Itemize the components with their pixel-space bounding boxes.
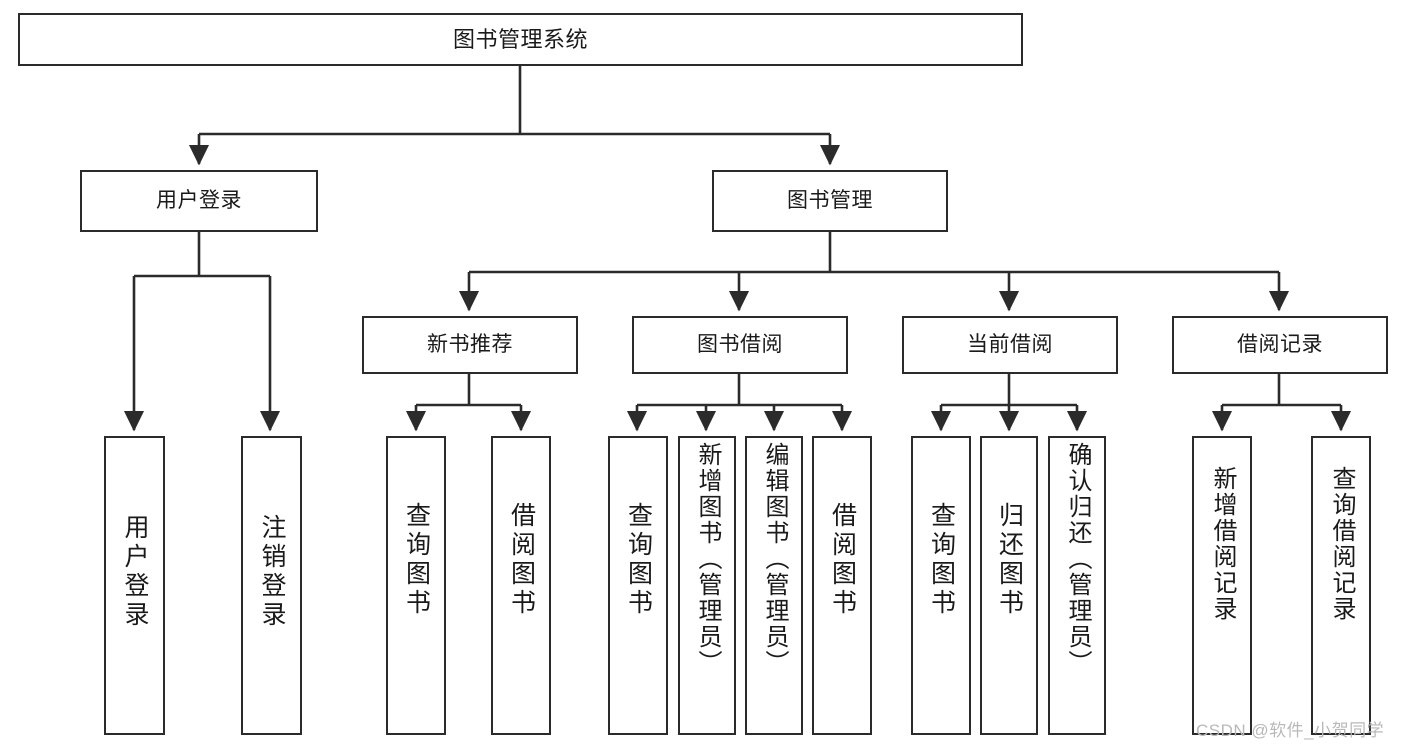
node-book-borrow[interactable]: 图书借阅 (632, 316, 848, 374)
leaf-query-book-2[interactable]: 查询图书 (608, 436, 668, 735)
node-borrow-record[interactable]: 借阅记录 (1172, 316, 1388, 374)
node-book-borrow-label: 图书借阅 (697, 332, 783, 356)
leaf-confirm-return-label: 确认归还（管理员） (1064, 442, 1091, 676)
node-book-manage[interactable]: 图书管理 (712, 170, 948, 232)
leaf-user-login[interactable]: 用户登录 (104, 436, 165, 735)
leaf-confirm-return[interactable]: 确认归还（管理员） (1048, 436, 1106, 735)
node-root-label: 图书管理系统 (452, 26, 588, 52)
leaf-return-book[interactable]: 归还图书 (980, 436, 1038, 735)
node-root[interactable]: 图书管理系统 (18, 13, 1023, 66)
leaf-add-book[interactable]: 新增图书（管理员） (678, 436, 736, 735)
leaf-query-record-label: 查询借阅记录 (1328, 466, 1355, 622)
node-book-manage-label: 图书管理 (787, 188, 873, 212)
leaf-borrow-book-2[interactable]: 借阅图书 (812, 436, 872, 735)
node-current-borrow-label: 当前借阅 (967, 332, 1053, 356)
node-user-login-label: 用户登录 (156, 188, 242, 212)
node-borrow-record-label: 借阅记录 (1237, 332, 1323, 356)
leaf-borrow-book-1-label: 借阅图书 (507, 502, 536, 618)
leaf-borrow-book-1[interactable]: 借阅图书 (491, 436, 551, 735)
leaf-add-book-label: 新增图书（管理员） (694, 442, 721, 676)
leaf-query-record[interactable]: 查询借阅记录 (1311, 436, 1371, 735)
node-user-login[interactable]: 用户登录 (80, 170, 318, 232)
leaf-query-book-3-label: 查询图书 (927, 502, 956, 618)
leaf-return-book-label: 归还图书 (995, 502, 1024, 618)
leaf-logout-label: 注销登录 (258, 514, 286, 630)
leaf-logout[interactable]: 注销登录 (241, 436, 302, 735)
leaf-edit-book-label: 编辑图书（管理员） (761, 442, 788, 676)
leaf-query-book-1[interactable]: 查询图书 (386, 436, 446, 735)
leaf-borrow-book-2-label: 借阅图书 (828, 502, 857, 618)
node-new-book-recommend[interactable]: 新书推荐 (362, 316, 578, 374)
leaf-query-book-3[interactable]: 查询图书 (911, 436, 971, 735)
leaf-add-record[interactable]: 新增借阅记录 (1192, 436, 1252, 735)
csdn-watermark: CSDN @软件_小贺同学 (1196, 721, 1385, 740)
leaf-query-book-2-label: 查询图书 (624, 502, 653, 618)
node-current-borrow[interactable]: 当前借阅 (902, 316, 1118, 374)
node-new-book-recommend-label: 新书推荐 (427, 332, 513, 356)
leaf-user-login-label: 用户登录 (121, 514, 149, 630)
leaf-query-book-1-label: 查询图书 (402, 502, 431, 618)
leaf-add-record-label: 新增借阅记录 (1209, 466, 1236, 622)
leaf-edit-book[interactable]: 编辑图书（管理员） (745, 436, 803, 735)
